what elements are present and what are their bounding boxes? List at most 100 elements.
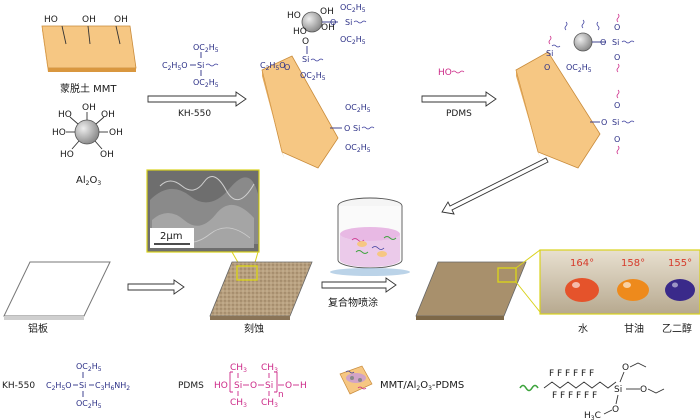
mmt-label: 蒙脱土 MMT (60, 82, 117, 95)
svg-text:F: F (573, 369, 578, 379)
legend-pdms: PDMS HO Si O Si O H n CH3 CH3 CH3 CH3 (178, 363, 307, 409)
svg-text:HO: HO (293, 27, 307, 37)
svg-text:OC2H5: OC2H5 (193, 43, 219, 54)
svg-text:OH: OH (321, 23, 335, 33)
mmt-particle: HO OH OH (41, 15, 137, 72)
angle-glycol: 155° (668, 258, 692, 269)
svg-text:Si: Si (302, 55, 309, 64)
kh550-modified-particle: HO HO OH OH O O Si OC2H5 OC2H5 Si OC2H5 … (260, 3, 375, 169)
svg-text:H: H (300, 381, 307, 391)
oh-label: OH (114, 15, 128, 25)
step1-reagent-label: KH-550 (178, 109, 211, 119)
composite-beaker (330, 197, 410, 276)
svg-text:F: F (560, 391, 565, 401)
oh-label: OH (82, 15, 96, 25)
step1-arrow (147, 91, 247, 107)
svg-text:F: F (592, 391, 597, 401)
svg-text:O: O (614, 23, 620, 32)
legend-fluorosilane: F F F F F F F F F F F F Si O O O H3C (519, 362, 665, 420)
svg-text:OC2H5: OC2H5 (193, 78, 219, 89)
svg-text:PDMS: PDMS (178, 381, 204, 391)
svg-text:O: O (622, 363, 629, 373)
svg-text:Si: Si (546, 49, 553, 58)
svg-text:n: n (278, 390, 284, 400)
svg-text:CH3: CH3 (230, 363, 247, 374)
contact-angle-panel: 164° 158° 155° (539, 249, 700, 315)
svg-text:OC2H5: OC2H5 (345, 103, 371, 114)
svg-text:F: F (565, 369, 570, 379)
svg-text:O: O (601, 118, 607, 127)
svg-text:O: O (614, 53, 620, 62)
pdms-grafted-particle: O Si O O Si O OC2H5 O Si O O (515, 13, 635, 169)
svg-text:C3H6NH2: C3H6NH2 (95, 381, 130, 392)
water-label: 水 (578, 323, 588, 335)
svg-text:Si: Si (612, 118, 619, 127)
svg-text:O: O (344, 124, 350, 133)
svg-text:O: O (330, 18, 336, 27)
aluminum-plate (3, 261, 111, 320)
legend-composite: MMT/Al2O3-PDMS (339, 365, 464, 395)
svg-text:F: F (581, 369, 586, 379)
svg-text:HO: HO (287, 11, 301, 21)
svg-text:OC2H5: OC2H5 (76, 362, 102, 373)
glycerol-label: 甘油 (624, 322, 644, 335)
svg-text:Si: Si (614, 385, 622, 395)
step2-reagent-label: PDMS (446, 109, 472, 119)
coated-plate (415, 261, 527, 320)
svg-text:OC2H5: OC2H5 (340, 35, 366, 46)
svg-text:F: F (557, 369, 562, 379)
svg-text:HO: HO (52, 128, 66, 138)
svg-text:O: O (302, 37, 309, 47)
ho-label: HO (44, 15, 58, 25)
svg-text:C2H5O: C2H5O (162, 61, 188, 72)
svg-text:OH: OH (109, 128, 123, 138)
svg-text:Si: Si (197, 61, 204, 70)
step4-arrow (127, 279, 185, 295)
svg-text:Si: Si (79, 381, 86, 390)
al2o3-label: Al2O3 (76, 175, 101, 187)
svg-text:MMT/Al2O3-PDMS: MMT/Al2O3-PDMS (380, 380, 464, 392)
svg-text:OH: OH (320, 7, 334, 17)
sem-inset: 2μm (146, 169, 260, 253)
scale-bar-label: 2μm (160, 231, 182, 242)
svg-text:CH3: CH3 (261, 363, 278, 374)
svg-text:OH: OH (101, 110, 115, 120)
step2-arrow (421, 91, 497, 107)
spray-coating-label: 复合物喷涂 (328, 296, 378, 309)
svg-text:C2H5O: C2H5O (46, 381, 72, 392)
svg-text:HO: HO (60, 150, 74, 160)
svg-text:Si: Si (265, 381, 273, 391)
aluminum-plate-label: 铝板 (28, 322, 48, 335)
svg-text:H3C: H3C (584, 411, 601, 420)
svg-text:F: F (589, 369, 594, 379)
svg-text:HO: HO (58, 110, 72, 120)
svg-text:OC2H5: OC2H5 (345, 143, 371, 154)
step3-arrow (441, 157, 549, 215)
svg-text:F: F (576, 391, 581, 401)
angle-water: 164° (570, 258, 594, 269)
etching-label: 刻蚀 (244, 322, 264, 335)
svg-text:CH3: CH3 (230, 398, 247, 409)
svg-text:O: O (614, 135, 620, 144)
svg-text:Si: Si (612, 38, 619, 47)
svg-text:OC2H5: OC2H5 (300, 71, 326, 82)
svg-text:OC2H5: OC2H5 (76, 399, 102, 410)
svg-text:OH: OH (100, 150, 114, 160)
svg-text:O: O (285, 381, 292, 391)
legend-kh550: KH-550 C2H5O Si C3H6NH2 OC2H5 OC2H5 (2, 362, 130, 410)
etched-plate (209, 261, 313, 320)
svg-text:CH3: CH3 (261, 398, 278, 409)
svg-text:F: F (549, 369, 554, 379)
svg-text:Si: Si (345, 18, 352, 27)
svg-text:OC2H5: OC2H5 (566, 63, 592, 74)
svg-text:O: O (640, 385, 647, 395)
svg-text:Si: Si (234, 381, 242, 391)
step5-arrow (321, 277, 397, 293)
svg-text:F: F (552, 391, 557, 401)
svg-text:OC2H5: OC2H5 (340, 3, 366, 14)
angle-glycerol: 158° (621, 258, 645, 269)
svg-text:C2H5O: C2H5O (260, 61, 286, 72)
svg-text:O: O (612, 405, 619, 415)
svg-text:F: F (584, 391, 589, 401)
